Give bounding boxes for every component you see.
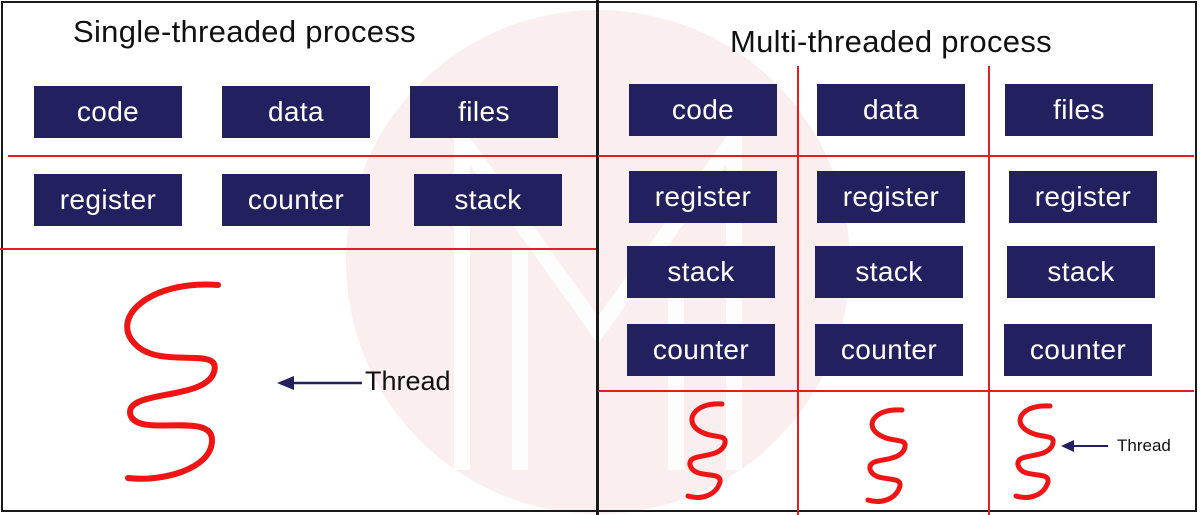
thread-squiggle-icon: [124, 281, 221, 482]
thread1-counter-box: counter: [627, 324, 775, 376]
single-files-box: files: [410, 86, 558, 138]
multi-column-separator-1: [797, 66, 799, 515]
thread2-counter-box: counter: [815, 324, 963, 376]
panel-divider: [596, 0, 599, 515]
multi-data-box: data: [817, 84, 965, 136]
multi-thread-separator: [598, 390, 1194, 392]
thread1-register-box: register: [629, 171, 777, 223]
multi-threaded-title: Multi-threaded process: [730, 24, 1052, 59]
single-thread-separator: [0, 248, 596, 250]
thread3-register-box: register: [1009, 171, 1157, 223]
single-code-box: code: [34, 86, 182, 138]
multi-code-box: code: [629, 84, 777, 136]
thread2-register-box: register: [817, 171, 965, 223]
multi-files-box: files: [1005, 84, 1153, 136]
multi-thread-label: Thread: [1117, 436, 1171, 455]
single-register-box: register: [34, 174, 182, 226]
thread3-squiggle-icon: [1013, 403, 1056, 500]
multi-column-separator-2: [988, 66, 990, 515]
multi-shared-separator: [598, 155, 1194, 157]
thread3-stack-box: stack: [1007, 246, 1155, 298]
thread3-counter-box: counter: [1004, 324, 1152, 376]
single-stack-box: stack: [414, 174, 562, 226]
thread1-stack-box: stack: [627, 246, 775, 298]
thread2-squiggle-icon: [865, 407, 908, 504]
single-threaded-title: Single-threaded process: [73, 14, 416, 49]
thread-arrow-icon: [277, 376, 362, 390]
single-counter-box: counter: [222, 174, 370, 226]
thread1-squiggle-icon: [685, 401, 728, 500]
multi-thread-arrow-icon: [1061, 440, 1108, 452]
thread2-stack-box: stack: [815, 246, 963, 298]
single-thread-label: Thread: [365, 366, 451, 396]
single-shared-separator: [8, 155, 596, 157]
single-data-box: data: [222, 86, 370, 138]
